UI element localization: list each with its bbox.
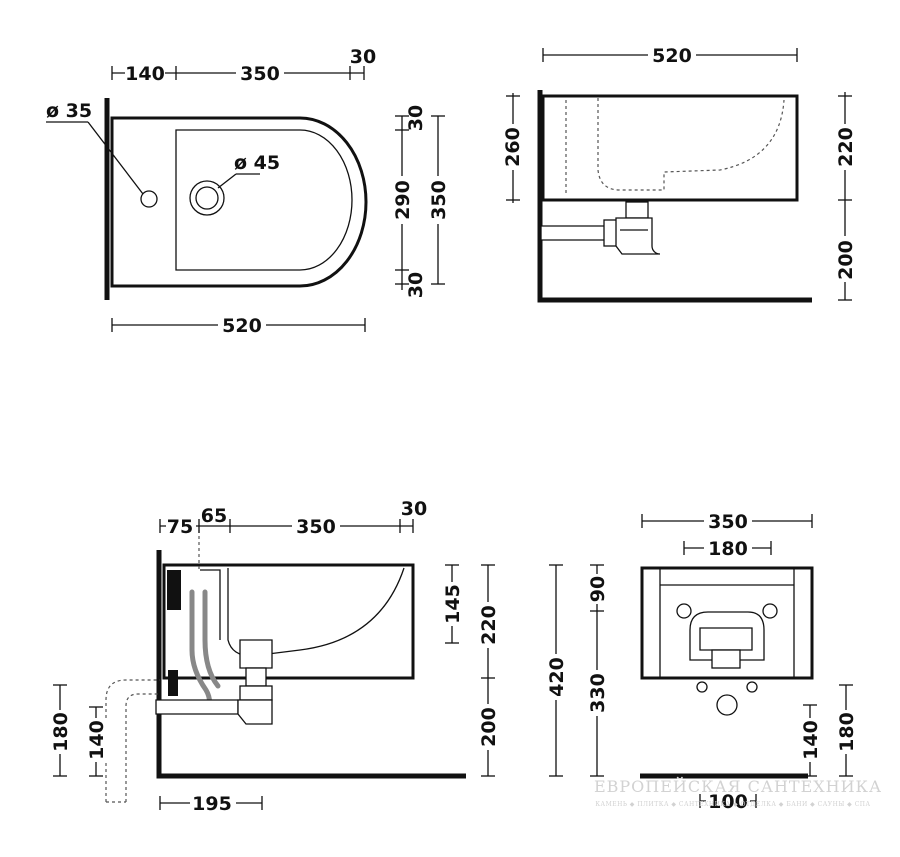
label-bg xyxy=(125,60,165,84)
watermark-sub: КАМЕНЬ ◆ ПЛИТКА ◆ САНТЕХНИКА ◆ ОТДЕЛКА ◆… xyxy=(595,801,870,808)
bowl-outline xyxy=(175,129,353,271)
dim-label: 30 xyxy=(350,46,376,68)
dim-label: 180 xyxy=(708,538,748,560)
fixing-bolt xyxy=(168,670,178,696)
dim-label: 75 xyxy=(167,516,193,538)
recess-box xyxy=(711,649,741,669)
label-bg xyxy=(441,582,463,626)
fixing-hole-right xyxy=(762,603,778,619)
drain-inner xyxy=(195,186,219,210)
dim-label: 290 xyxy=(392,180,414,220)
label-bg xyxy=(586,574,608,604)
trap-joint xyxy=(239,685,273,701)
dim-label: 65 xyxy=(201,505,227,527)
dim-label: 520 xyxy=(652,45,692,67)
label-bg xyxy=(706,789,750,813)
dim-label: 350 xyxy=(708,511,748,533)
dim-label: 145 xyxy=(442,584,464,624)
siphon xyxy=(615,217,661,255)
label-bg xyxy=(236,60,284,84)
wall-floor-line xyxy=(537,90,812,303)
dim-label: 30 xyxy=(405,105,427,131)
wall-floor-line xyxy=(156,550,466,779)
dim-label: ø 35 xyxy=(46,100,92,122)
back-detail xyxy=(659,568,795,678)
leader xyxy=(217,173,237,189)
inlet-left xyxy=(696,681,708,693)
dim-label: 180 xyxy=(50,712,72,752)
wall-waste-hidden xyxy=(105,679,160,803)
dim-label: 140 xyxy=(800,720,822,760)
waste-connector xyxy=(625,201,649,219)
hidden-lines xyxy=(565,98,785,196)
watermark-main: ЕВРОПЕЙСКАЯ САНТЕХНИКА xyxy=(594,776,882,796)
top-view: ø 35 ø 45 140 350 30 520 30 290 30 350 xyxy=(46,46,450,337)
drain-body xyxy=(239,639,273,669)
waste-pipe xyxy=(155,699,239,715)
inlet-right xyxy=(746,681,758,693)
dim-label: 30 xyxy=(401,498,427,520)
dim-label: 140 xyxy=(86,720,108,760)
label-bg xyxy=(166,514,196,538)
inner-wall xyxy=(200,569,221,640)
bidet-side-outline xyxy=(541,94,799,202)
dim-label: 180 xyxy=(836,712,858,752)
label-bg xyxy=(502,124,524,170)
label-bg xyxy=(392,176,414,224)
hose-right xyxy=(202,589,221,689)
recess-inner xyxy=(699,627,753,651)
dim-label: 100 xyxy=(708,791,748,813)
dim-label: 350 xyxy=(296,516,336,538)
label-bg xyxy=(477,704,499,750)
dim-label: 220 xyxy=(835,127,857,167)
waste-outlet xyxy=(716,694,738,716)
dim-label: 195 xyxy=(192,793,232,815)
dim-label: 90 xyxy=(587,576,609,602)
dim-label: 140 xyxy=(125,63,165,85)
label-bg xyxy=(477,602,499,648)
label-bg xyxy=(428,176,450,224)
label-bg xyxy=(586,670,608,716)
waste-pipe xyxy=(540,225,607,241)
label-bg xyxy=(85,718,107,762)
bowl-section xyxy=(227,567,405,657)
label-bg xyxy=(292,514,340,538)
dim-label: 200 xyxy=(478,707,500,747)
dim-label: ø 45 xyxy=(234,152,280,174)
label-bg xyxy=(190,790,236,814)
tap-hole xyxy=(140,190,158,208)
label-bg xyxy=(835,710,857,754)
dim-label: 30 xyxy=(405,272,427,298)
dim-label: 520 xyxy=(222,315,262,337)
dim-label: 420 xyxy=(546,657,568,697)
label-bg xyxy=(704,509,752,533)
label-bg xyxy=(704,536,752,560)
wall-bracket xyxy=(167,570,181,610)
watermark: ЕВРОПЕЙСКАЯ САНТЕХНИКА КАМЕНЬ ◆ ПЛИТКА ◆… xyxy=(594,776,882,808)
dim-label: 220 xyxy=(478,605,500,645)
leader xyxy=(87,121,144,195)
dim-label: 330 xyxy=(587,673,609,713)
label-bg xyxy=(218,312,266,336)
section-view: 75 65 350 30 145 220 200 180 140 195 xyxy=(49,498,500,815)
label-bg xyxy=(834,124,856,170)
drain-neck xyxy=(245,667,267,687)
back-view: 350 180 420 90 330 140 180 100 xyxy=(545,509,858,813)
label-bg xyxy=(545,654,567,700)
fixing-hole-left xyxy=(676,603,692,619)
label-bg xyxy=(49,710,71,754)
side-view: 520 260 220 200 xyxy=(502,42,857,303)
dim-label: 200 xyxy=(835,240,857,280)
dim-label: 350 xyxy=(428,180,450,220)
siphon xyxy=(237,699,273,725)
label-bg xyxy=(799,718,821,762)
label-bg xyxy=(648,42,696,66)
dim-label: 260 xyxy=(502,127,524,167)
label-bg xyxy=(834,236,856,282)
dim-label: 350 xyxy=(240,63,280,85)
